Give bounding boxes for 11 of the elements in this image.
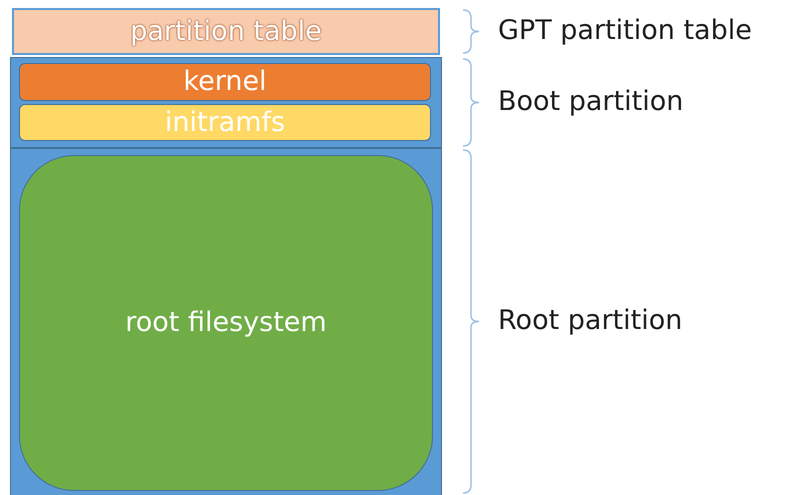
partition-label: partition table: [130, 16, 322, 46]
partition-label: root filesystem: [125, 308, 327, 338]
partition-label: kernel: [183, 67, 267, 97]
partition-name: Root partition: [498, 306, 682, 336]
partition-label: initramfs: [164, 108, 286, 138]
partition-name: Boot partition: [498, 86, 684, 116]
partition-box: [19, 63, 431, 101]
partition-box: [19, 104, 431, 141]
partition-band: [10, 57, 442, 148]
partition-name: GPT partition table: [498, 16, 752, 46]
partition-box: [12, 8, 440, 55]
